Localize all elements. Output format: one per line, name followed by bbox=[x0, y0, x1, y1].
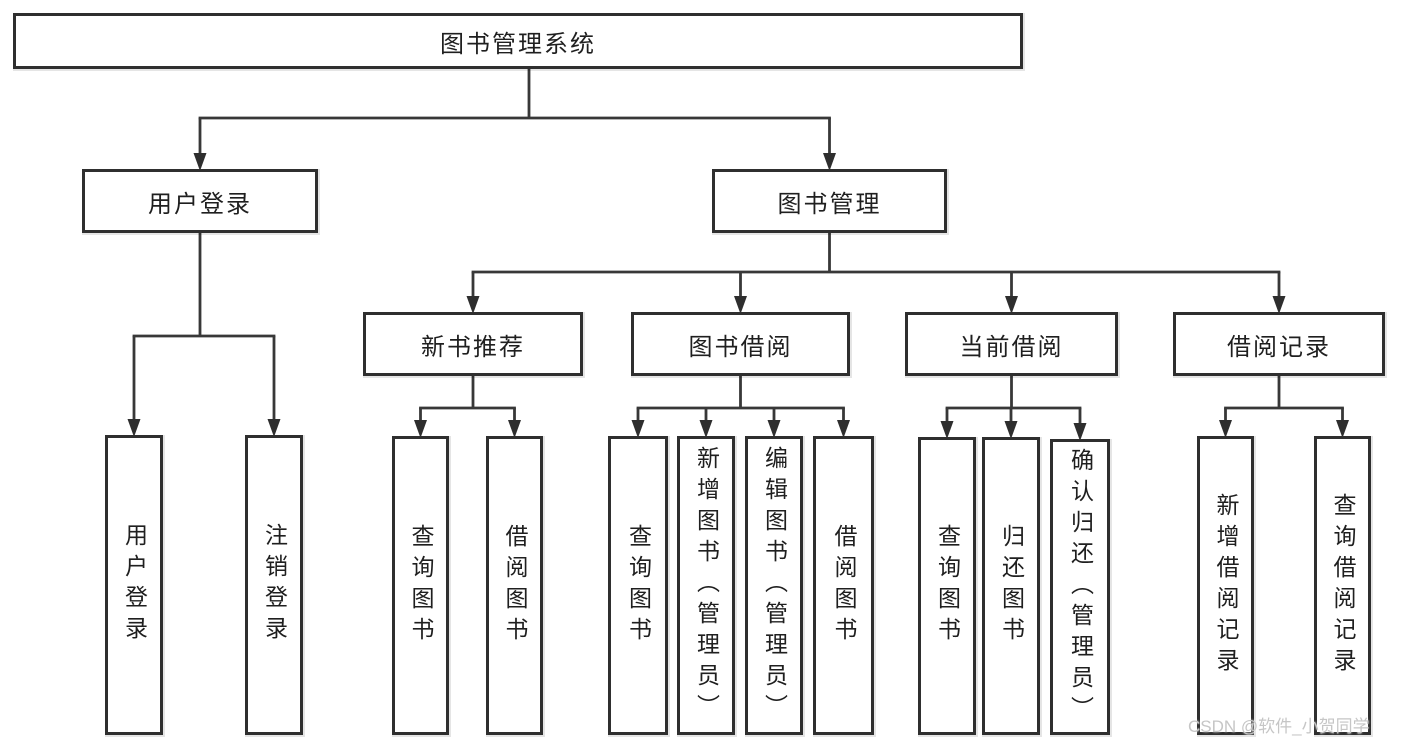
node-book-management: 图书管理 bbox=[712, 169, 947, 233]
leaf-current-query-books-label: 查询图书 bbox=[934, 524, 961, 648]
leaf-query-borrow-record: 查询借阅记录 bbox=[1314, 436, 1371, 735]
node-new-book-recommend: 新书推荐 bbox=[363, 312, 583, 376]
leaf-borrow-borrow-books-label: 借阅图书 bbox=[831, 523, 857, 648]
leaf-query-borrow-record-label: 查询借阅记录 bbox=[1330, 492, 1356, 679]
leaf-edit-books-admin: 编辑图书（管理员） bbox=[745, 436, 803, 735]
leaf-return-books: 归还图书 bbox=[982, 437, 1040, 735]
node-borrow-records-label: 借阅记录 bbox=[1227, 333, 1331, 361]
leaf-newbooks-borrow-books-label: 借阅图书 bbox=[502, 523, 528, 648]
leaf-logout: 注销登录 bbox=[245, 435, 303, 735]
node-current-borrow: 当前借阅 bbox=[905, 312, 1118, 376]
leaf-newbooks-query-books: 查询图书 bbox=[392, 436, 449, 735]
leaf-current-query-books: 查询图书 bbox=[918, 437, 976, 735]
leaf-borrow-query-books: 查询图书 bbox=[608, 436, 668, 735]
leaf-borrow-query-books-label: 查询图书 bbox=[625, 523, 652, 648]
node-borrow-records: 借阅记录 bbox=[1173, 312, 1385, 376]
node-user-login-label: 用户登录 bbox=[148, 190, 252, 218]
node-book-borrow: 图书借阅 bbox=[631, 312, 850, 376]
leaf-confirm-return-admin: 确认归还（管理员） bbox=[1050, 439, 1110, 735]
leaf-add-books-admin-label: 新增图书（管理员） bbox=[693, 446, 720, 725]
node-root-label: 图书管理系统 bbox=[440, 30, 596, 58]
leaf-newbooks-borrow-books: 借阅图书 bbox=[486, 436, 543, 735]
leaf-add-borrow-record-label: 新增借阅记录 bbox=[1213, 492, 1239, 679]
node-current-borrow-label: 当前借阅 bbox=[959, 333, 1064, 361]
csdn-watermark: CSDN @软件_小贺同学 bbox=[1188, 717, 1370, 736]
node-new-book-recommend-label: 新书推荐 bbox=[421, 333, 525, 361]
node-root: 图书管理系统 bbox=[13, 13, 1023, 69]
leaf-user-login: 用户登录 bbox=[105, 435, 163, 735]
node-book-borrow-label: 图书借阅 bbox=[688, 333, 793, 361]
leaf-user-login-label: 用户登录 bbox=[121, 523, 148, 647]
leaf-logout-label: 注销登录 bbox=[261, 523, 288, 647]
leaf-borrow-borrow-books: 借阅图书 bbox=[813, 436, 874, 735]
leaf-edit-books-admin-label: 编辑图书（管理员） bbox=[761, 446, 788, 725]
leaf-newbooks-query-books-label: 查询图书 bbox=[408, 523, 434, 648]
leaf-add-books-admin: 新增图书（管理员） bbox=[677, 436, 735, 735]
leaf-add-borrow-record: 新增借阅记录 bbox=[1197, 436, 1254, 735]
node-book-management-label: 图书管理 bbox=[777, 190, 882, 218]
leaf-return-books-label: 归还图书 bbox=[998, 524, 1025, 648]
node-user-login: 用户登录 bbox=[82, 169, 318, 233]
leaf-confirm-return-admin-label: 确认归还（管理员） bbox=[1067, 447, 1094, 727]
